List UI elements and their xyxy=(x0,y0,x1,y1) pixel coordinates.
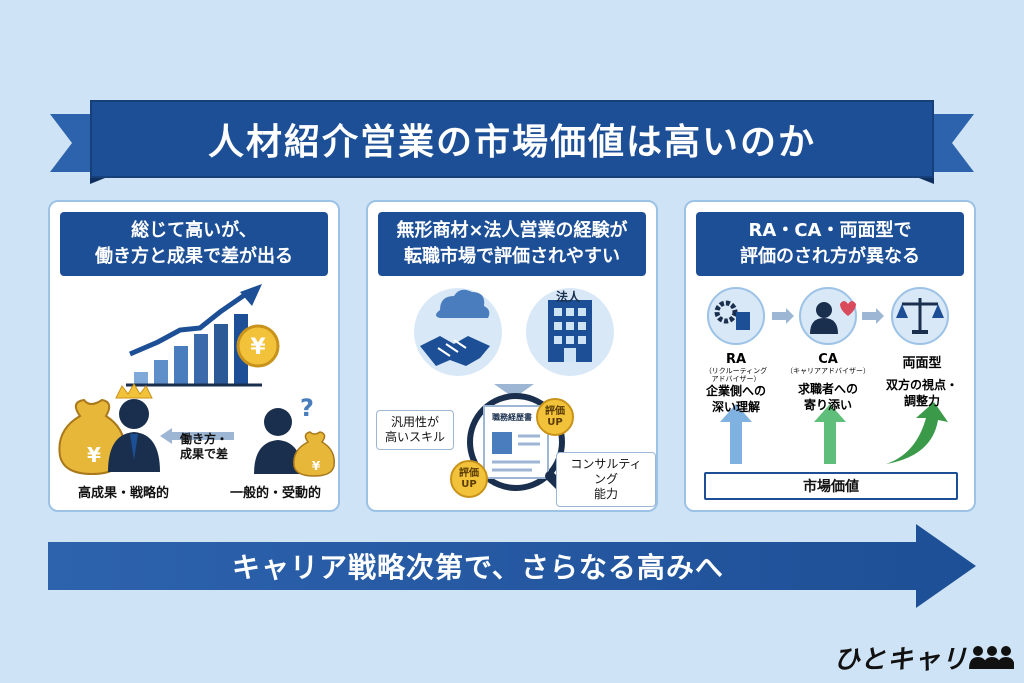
card-overall-illustration: ¥ ¥ ? ¥ 働き方・ 成果で差 高成果・戦略的 一般的・受動的 xyxy=(50,282,338,508)
badge-text-1: 評価 xyxy=(459,468,479,479)
role-ra-desc-1: 企業側への xyxy=(705,384,766,398)
heading-line-1: RA・CA・両面型で xyxy=(748,220,912,241)
versatile-skill-note: 汎用性が 高いスキル xyxy=(376,410,455,450)
svg-text:¥: ¥ xyxy=(250,335,266,360)
roles-graphics xyxy=(707,287,949,464)
difference-note-line-2: 成果で差 xyxy=(180,447,229,461)
card-overall: 総じて高いが、 働き方と成果で差が出る ¥ ¥ xyxy=(48,200,340,512)
role-ca-desc-2: 寄り添い xyxy=(803,398,852,412)
role-ra-name: RA xyxy=(725,352,747,367)
evaluation-up-badge: 評価 UP xyxy=(536,398,574,436)
role-both-desc-1: 双方の視点・ xyxy=(885,378,958,392)
badge-text-2: UP xyxy=(547,417,563,428)
role-ca: CA （キャリアアドバイザー） 求職者への 寄り添い xyxy=(784,352,872,413)
heading-line-2: 転職市場で評価されやすい xyxy=(404,246,620,267)
evaluation-up-badge: 評価 UP xyxy=(450,460,488,498)
badge-text-2: UP xyxy=(461,479,477,490)
growth-chart-icon: ¥ ¥ ? ¥ xyxy=(58,284,335,477)
average-performer-label: 一般的・受動的 xyxy=(230,486,322,501)
document-title: 職務経歴書 xyxy=(492,413,532,422)
consulting-skill-line-1: コンサルティング xyxy=(570,457,642,486)
svg-text:¥: ¥ xyxy=(312,459,321,473)
role-ca-desc-1: 求職者への xyxy=(797,382,858,396)
consulting-skill-note: コンサルティング 能力 xyxy=(556,452,656,507)
title-box: 人材紹介営業の市場価値は高いのか xyxy=(90,100,934,178)
card-overall-heading: 総じて高いが、 働き方と成果で差が出る xyxy=(60,212,328,276)
heading-line-1: 無形商材×法人営業の経験が xyxy=(396,220,628,241)
bottom-arrow: キャリア戦略次第で、さらなる高みへ xyxy=(48,524,978,608)
role-ra: RA （リクルーティング アドバイザー） 企業側への 深い理解 xyxy=(692,352,780,415)
building-label: 法人 xyxy=(556,290,581,304)
title-banner: 人材紹介営業の市場価値は高いのか xyxy=(0,92,1024,192)
high-performer-label: 高成果・戦略的 xyxy=(78,486,170,501)
card-experience-heading: 無形商材×法人営業の経験が 転職市場で評価されやすい xyxy=(378,212,646,276)
bottom-message: キャリア戦略次第で、さらなる高みへ xyxy=(232,551,724,584)
role-ra-sub-1: （リクルーティング xyxy=(704,367,768,375)
market-value-box: 市場価値 xyxy=(704,472,958,500)
consulting-skill-line-2: 能力 xyxy=(593,487,618,501)
difference-note: 働き方・ 成果で差 xyxy=(172,428,236,466)
card-roles-heading: RA・CA・両面型で 評価のされ方が異なる xyxy=(696,212,964,276)
card-experience-illustration: 法人 職務経歴書 汎用性が 高いスキル コンサルティング 能力 評価 UP 評価… xyxy=(368,282,656,508)
role-ra-sub-2: アドバイザー） xyxy=(711,375,761,383)
role-both: 両面型 双方の視点・ 調整力 xyxy=(876,352,968,409)
svg-text:¥: ¥ xyxy=(87,443,101,467)
card-roles-illustration: RA （リクルーティング アドバイザー） 企業側への 深い理解 CA （キャリア… xyxy=(686,282,974,508)
people-icon xyxy=(969,646,1014,669)
role-both-name: 両面型 xyxy=(902,356,942,371)
page-title: 人材紹介営業の市場価値は高いのか xyxy=(207,122,816,163)
role-both-desc-2: 調整力 xyxy=(903,394,940,408)
role-ca-name: CA xyxy=(818,352,838,367)
role-ra-desc-2: 深い理解 xyxy=(711,400,760,414)
brand-logo: ひとキャリ xyxy=(834,637,1014,677)
difference-note-line-1: 働き方・ xyxy=(180,432,229,446)
heading-line-2: 働き方と成果で差が出る xyxy=(95,246,293,267)
logo-text: ひとキャリ xyxy=(833,644,968,675)
badge-text-1: 評価 xyxy=(545,406,565,417)
right-arrow-icon xyxy=(48,524,976,608)
card-roles: RA・CA・両面型で 評価のされ方が異なる xyxy=(684,200,976,512)
role-ca-sub-1: （キャリアアドバイザー） xyxy=(786,367,870,375)
heading-line-2: 評価のされ方が異なる xyxy=(740,246,920,267)
versatile-skill-line-2: 高いスキル xyxy=(385,430,446,444)
svg-text:?: ? xyxy=(300,394,314,422)
card-experience: 無形商材×法人営業の経験が 転職市場で評価されやすい xyxy=(366,200,658,512)
versatile-skill-line-1: 汎用性が xyxy=(391,415,440,429)
heading-line-1: 総じて高いが、 xyxy=(131,220,257,241)
